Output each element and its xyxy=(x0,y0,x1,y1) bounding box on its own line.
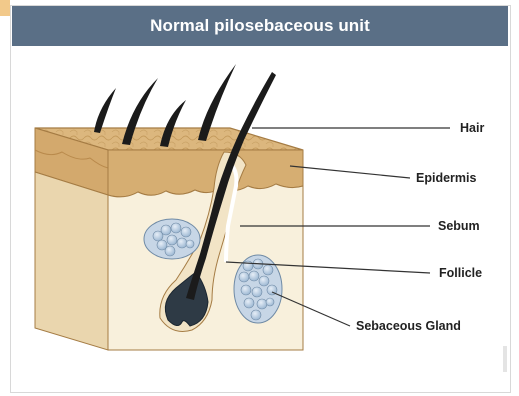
sebaceous-gland-left xyxy=(144,219,200,259)
dermis-left-face xyxy=(35,172,108,350)
label-sebum: Sebum xyxy=(438,219,480,233)
label-sebaceous-gland: Sebaceous Gland xyxy=(356,319,461,333)
label-follicle: Follicle xyxy=(439,266,482,280)
hair-strand-1 xyxy=(94,88,116,133)
leader-line-epidermis xyxy=(290,166,410,178)
credit-mark xyxy=(503,346,507,372)
label-hair: Hair xyxy=(460,121,484,135)
label-epidermis: Epidermis xyxy=(416,171,476,185)
